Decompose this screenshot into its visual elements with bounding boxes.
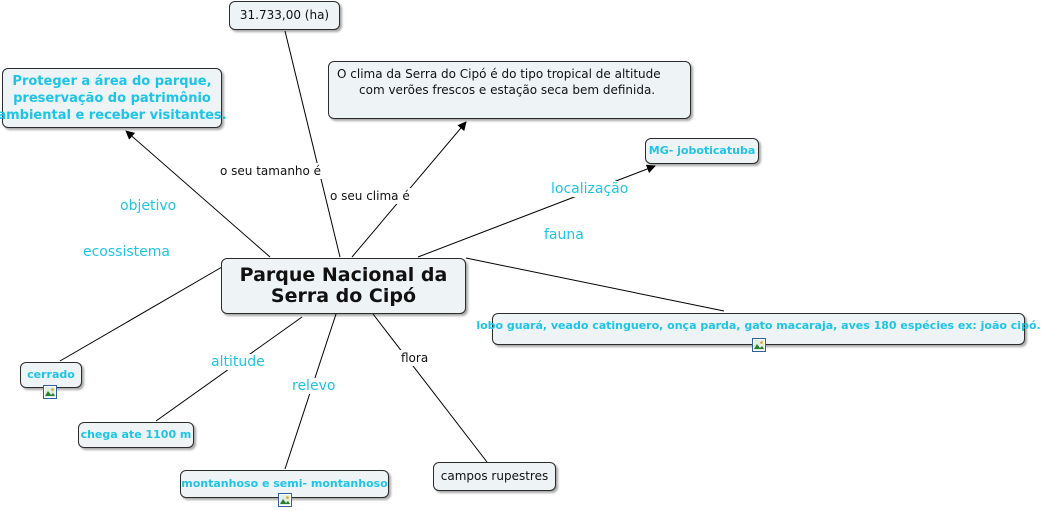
- node-climate[interactable]: O clima da Serra do Cipó é do tipo tropi…: [328, 61, 691, 119]
- node-relief[interactable]: montanhoso e semi- montanhoso: [180, 470, 389, 498]
- edge-location: [417, 164, 656, 258]
- node-size-text: 31.733,00 (ha): [239, 8, 330, 22]
- node-objective-line3: ambiental e receber visitantes.: [0, 107, 227, 123]
- central-topic-line1: Parque Nacional da: [239, 264, 448, 286]
- node-climate-line1: O clima da Serra do Cipó é do tipo tropi…: [337, 67, 661, 81]
- node-location-text: MG- joboticatuba: [648, 144, 756, 157]
- image-icon[interactable]: [43, 385, 57, 399]
- node-altitude[interactable]: chega ate 1100 m: [78, 422, 194, 448]
- link-label-location: localização: [549, 181, 631, 197]
- image-icon[interactable]: [278, 493, 292, 507]
- link-label-flora: flora: [399, 350, 431, 366]
- node-ecosystem-text: cerrado: [27, 368, 75, 381]
- link-label-altitude: altitude: [209, 354, 267, 370]
- edge-flora: [372, 313, 488, 463]
- image-icon[interactable]: [752, 338, 766, 352]
- link-label-relief: relevo: [290, 378, 338, 394]
- link-label-ecosystem: ecossistema: [81, 244, 172, 260]
- node-ecosystem[interactable]: cerrado: [20, 362, 82, 388]
- link-label-objective: objetivo: [118, 198, 179, 214]
- link-label-size: o seu tamanho é: [218, 163, 324, 179]
- edge-objective: [125, 130, 271, 258]
- link-label-climate: o seu clima é: [328, 188, 412, 204]
- node-relief-text: montanhoso e semi- montanhoso: [181, 477, 388, 490]
- node-altitude-text: chega ate 1100 m: [80, 428, 192, 441]
- edge-ecosystem: [59, 266, 223, 362]
- node-flora[interactable]: campos rupestres: [433, 462, 556, 491]
- node-size[interactable]: 31.733,00 (ha): [229, 1, 340, 30]
- node-climate-line2: com verões frescos e estação seca bem de…: [359, 83, 656, 97]
- edge-fauna: [465, 257, 725, 312]
- node-objective[interactable]: Proteger a área do parque, preservação d…: [0, 68, 227, 128]
- node-objective-line1: Proteger a área do parque,: [12, 73, 212, 89]
- node-fauna-text: lobo guará, veado catinguero, onça parda…: [476, 319, 1041, 332]
- central-topic-line2: Serra do Cipó: [270, 285, 417, 307]
- link-label-fauna: fauna: [542, 227, 586, 243]
- central-topic[interactable]: Parque Nacional da Serra do Cipó: [221, 258, 466, 314]
- node-flora-text: campos rupestres: [440, 469, 549, 483]
- node-objective-line2: preservação do patrimônio: [13, 90, 211, 106]
- node-location[interactable]: MG- joboticatuba: [645, 138, 759, 164]
